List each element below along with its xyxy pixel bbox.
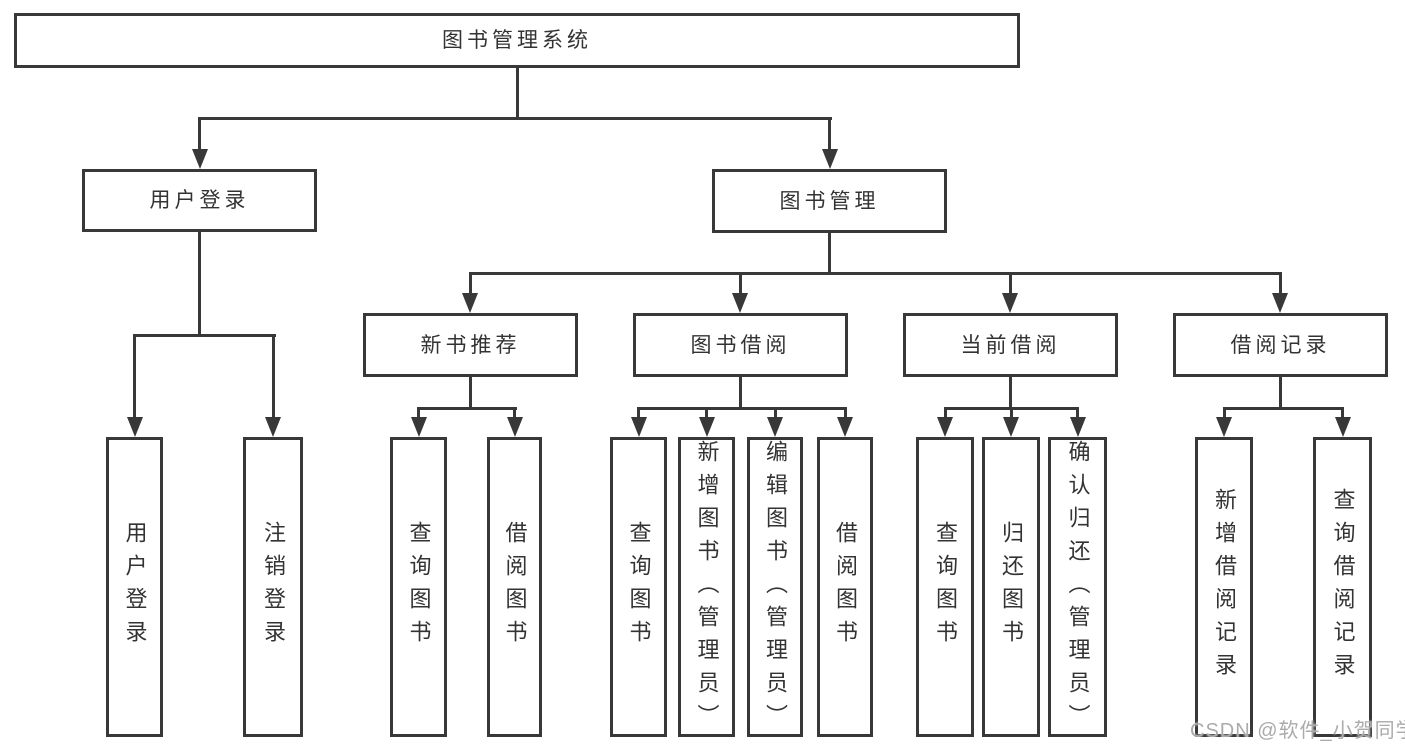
node-label: 借阅记录 [1230, 333, 1331, 357]
connector-line [198, 232, 201, 337]
node-label: 当前借阅 [960, 333, 1061, 357]
connector-line [1009, 407, 1013, 420]
connector-line [417, 407, 517, 410]
connector-line [515, 68, 519, 120]
arrow-down-icon [732, 293, 748, 313]
arrow-down-icon [191, 149, 208, 169]
node-leaf-edit-book: 编辑图书（管理员） [747, 437, 803, 737]
node-leaf-add-record: 新增借阅记录 [1195, 437, 1253, 737]
arrow-down-icon [1216, 417, 1232, 437]
connector-line [198, 117, 832, 120]
node-user-login: 用户登录 [82, 169, 317, 232]
arrow-down-icon [126, 417, 143, 437]
arrow-down-icon [937, 417, 953, 437]
csdn-watermark: CSDN @软件_小贺同学 [1190, 720, 1405, 742]
arrow-down-icon [767, 417, 783, 437]
node-new-book-recommend: 新书推荐 [363, 313, 578, 377]
arrow-down-icon [1069, 417, 1086, 437]
connector-line [637, 407, 640, 420]
connector-line [513, 407, 516, 420]
node-book-borrowing: 图书借阅 [633, 313, 848, 377]
node-label: 图书管理 [779, 189, 880, 213]
connector-line [417, 407, 420, 420]
arrow-down-icon [1003, 417, 1019, 437]
node-leaf-return-book: 归还图书 [982, 437, 1040, 737]
connector-line [738, 272, 742, 296]
node-label: 新增借阅记录 [1212, 488, 1237, 686]
node-leaf-user-login: 用户登录 [106, 437, 163, 737]
node-leaf-confirm-return: 确认归还（管理员） [1048, 437, 1107, 737]
connector-line [133, 334, 136, 419]
connector-line [198, 117, 201, 151]
node-book-management: 图书管理 [712, 169, 947, 233]
node-leaf-query-book-1: 查询图书 [390, 437, 447, 737]
node-leaf-add-book: 新增图书（管理员） [678, 437, 735, 737]
connector-line [133, 334, 276, 337]
node-label: 查询借阅记录 [1330, 488, 1356, 686]
node-label: 借阅图书 [833, 521, 858, 653]
node-label: 新书推荐 [420, 333, 521, 357]
connector-line [843, 407, 847, 420]
node-leaf-logout: 注销登录 [243, 437, 303, 737]
connector-line [469, 377, 472, 410]
node-label: 注销登录 [261, 521, 286, 653]
node-label: 编辑图书（管理员） [763, 440, 788, 737]
arrow-down-icon [410, 417, 427, 437]
arrow-down-icon [837, 417, 853, 437]
connector-line [1076, 407, 1079, 420]
connector-line [828, 117, 831, 151]
arrow-down-icon [265, 417, 281, 437]
connector-line [637, 407, 847, 410]
connector-line [1222, 407, 1226, 420]
arrow-down-icon [1002, 293, 1018, 313]
node-leaf-query-book-3: 查询图书 [916, 437, 974, 737]
connector-line [1009, 377, 1012, 410]
node-label: 用户登录 [149, 189, 250, 212]
node-label: 用户登录 [122, 521, 148, 653]
connector-line [828, 233, 831, 275]
node-label: 图书借阅 [690, 333, 791, 357]
node-system: 图书管理系统 [14, 13, 1020, 68]
node-label: 归还图书 [999, 521, 1024, 653]
node-label: 查询图书 [406, 521, 432, 653]
node-leaf-query-record: 查询借阅记录 [1313, 437, 1372, 737]
node-leaf-borrow-book-1: 借阅图书 [487, 437, 542, 737]
connector-line [705, 407, 708, 420]
node-borrowing-records: 借阅记录 [1173, 313, 1388, 377]
connector-line [1278, 272, 1282, 296]
connector-line [468, 272, 472, 296]
node-leaf-borrow-book-2: 借阅图书 [817, 437, 873, 737]
connector-line [1222, 407, 1344, 410]
node-label: 查询图书 [933, 521, 958, 653]
arrow-down-icon [821, 149, 838, 169]
connector-line [1008, 272, 1012, 296]
node-current-borrowing: 当前借阅 [903, 313, 1118, 377]
connector-line [468, 272, 1282, 275]
connector-line [943, 407, 947, 420]
arrow-down-icon [630, 417, 647, 437]
connector-line [773, 407, 777, 420]
connector-line [1341, 407, 1344, 420]
node-leaf-query-book-2: 查询图书 [610, 437, 667, 737]
node-label: 新增图书（管理员） [694, 440, 720, 737]
arrow-down-icon [506, 417, 523, 437]
arrow-down-icon [462, 293, 478, 313]
connector-line [738, 377, 742, 410]
node-label: 借阅图书 [502, 521, 528, 653]
node-label: 查询图书 [626, 521, 652, 653]
arrow-down-icon [1272, 293, 1288, 313]
node-label: 确认归还（管理员） [1065, 440, 1091, 737]
arrow-down-icon [1334, 417, 1351, 437]
connector-line [271, 334, 275, 419]
connector-line [1279, 377, 1282, 410]
arrow-down-icon [698, 417, 715, 437]
node-label: 图书管理系统 [442, 29, 592, 52]
